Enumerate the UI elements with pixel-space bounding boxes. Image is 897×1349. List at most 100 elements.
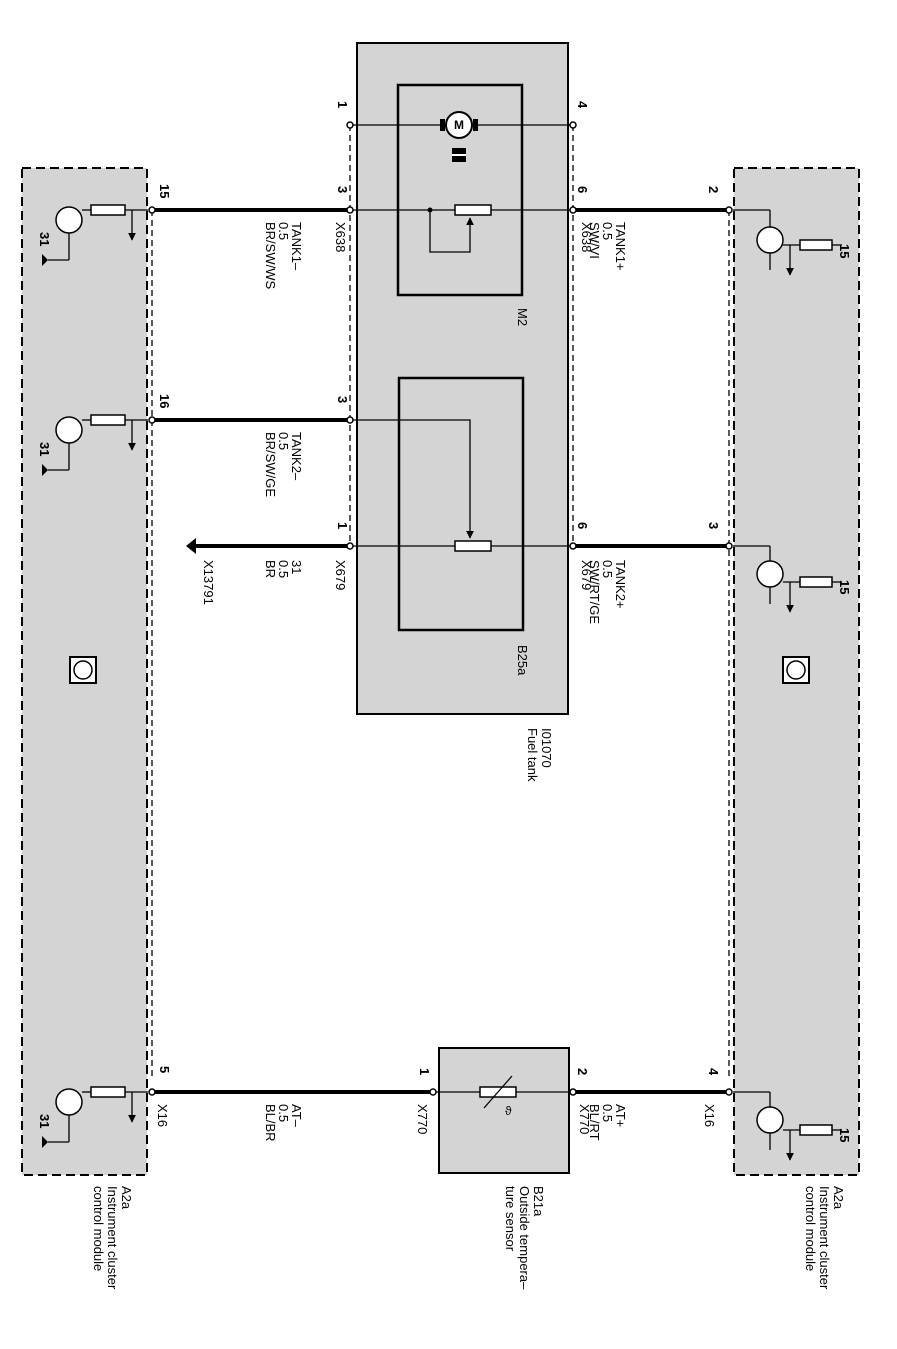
- pump-brush-right: [473, 119, 478, 131]
- terminal: [569, 121, 577, 129]
- terminal: [148, 416, 156, 424]
- svg-text:BL/BR: BL/BR: [263, 1104, 278, 1142]
- left-module-icon-dial: [73, 660, 93, 680]
- temp-sensor-box: [438, 1047, 570, 1174]
- sender-id-label: B25a: [515, 645, 530, 676]
- supply-label: 15: [837, 580, 852, 594]
- svg-text:TANK1–: TANK1–: [289, 222, 304, 271]
- svg-text:TANK1+: TANK1+: [613, 222, 628, 271]
- pump-motor-icon: [445, 111, 473, 139]
- pump-sender-box: [396, 83, 524, 297]
- terminal: [725, 206, 733, 214]
- ground-label: 31: [37, 232, 52, 246]
- svg-text:0.5: 0.5: [600, 1104, 615, 1122]
- left-transistor-pin16: [42, 414, 148, 476]
- terminal: [725, 1088, 733, 1096]
- terminal: [429, 1088, 437, 1096]
- svg-text:Outside tempera–: Outside tempera–: [517, 1186, 532, 1290]
- right-transistor-pin3: [733, 545, 842, 613]
- temp-diagonal: [483, 1075, 513, 1109]
- pin-label: 5: [157, 1066, 172, 1073]
- svg-text:BR/SW/WS: BR/SW/WS: [263, 222, 278, 289]
- svg-text:BR: BR: [263, 560, 278, 578]
- pin-label: 1: [417, 1068, 432, 1075]
- left-module-label: A2a Instrument cluster control module: [91, 1186, 134, 1290]
- terminal: [569, 542, 577, 550]
- wire-label-tank2-plus: TANK2+ 0.5 SW/RT/GE: [587, 560, 628, 624]
- left-transistor-pin5: [42, 1086, 148, 1148]
- wire-label-tank1-minus: TANK1– 0.5 BR/SW/WS: [263, 222, 304, 289]
- temp-sensor-label: B21a Outside tempera– ture sensor: [503, 1186, 546, 1290]
- wire-label-tank2-minus: TANK2– 0.5 BR/SW/GE: [263, 432, 304, 497]
- sender-box: [397, 376, 525, 632]
- supply-label: 15: [837, 1128, 852, 1142]
- connector-label: X770: [577, 1104, 592, 1134]
- terminal: [569, 206, 577, 214]
- terminal: [725, 542, 733, 550]
- pump-motor-letter: M: [454, 118, 464, 132]
- ground-label: 31: [37, 1114, 52, 1128]
- wire-label-at-minus: AT– 0.5 BL/BR: [263, 1104, 304, 1142]
- svg-text:31: 31: [289, 560, 304, 574]
- svg-text:0.5: 0.5: [600, 560, 615, 578]
- pin-label: 1: [335, 522, 350, 529]
- svg-text:A2a: A2a: [119, 1186, 134, 1210]
- svg-text:SW/VI: SW/VI: [587, 222, 602, 259]
- svg-text:TANK2–: TANK2–: [289, 432, 304, 481]
- svg-text:ture sensor: ture sensor: [503, 1186, 518, 1252]
- right-module-label: A2a Instrument cluster control module: [803, 1186, 846, 1290]
- svg-text:AT–: AT–: [289, 1104, 304, 1128]
- svg-text:TANK2+: TANK2+: [613, 560, 628, 609]
- sender2-resistor: [454, 540, 492, 552]
- svg-text:control module: control module: [91, 1186, 106, 1271]
- svg-text:0.5: 0.5: [600, 222, 615, 240]
- svg-text:0.5: 0.5: [276, 432, 291, 450]
- right-transistor-pin2: [733, 209, 842, 276]
- pin-label: 2: [575, 1068, 590, 1075]
- pin-label: 6: [575, 186, 590, 193]
- supply-label: 15: [837, 244, 852, 258]
- terminal: [346, 206, 354, 214]
- sender2-wiper: [350, 419, 474, 539]
- svg-text:BL/RT: BL/RT: [587, 1104, 602, 1141]
- terminal: [148, 1088, 156, 1096]
- svg-text:Instrument cluster: Instrument cluster: [105, 1186, 120, 1290]
- pin-label: 3: [335, 186, 350, 193]
- ground-triangle: [186, 538, 196, 554]
- left-transistor-pin15: [42, 204, 148, 266]
- connector-label: X638: [333, 222, 348, 252]
- pin-label: 16: [157, 394, 172, 408]
- wire-label-ground-31: 31 0.5 BR: [263, 560, 304, 578]
- terminal: [346, 542, 354, 550]
- connector-label: X679: [333, 560, 348, 590]
- fuel-tank-name: Fuel tank: [525, 728, 540, 782]
- terminal: [148, 206, 156, 214]
- pin-label: 6: [575, 522, 590, 529]
- svg-text:Instrument cluster: Instrument cluster: [817, 1186, 832, 1290]
- connector-label: X679: [579, 560, 594, 590]
- svg-text:A2a: A2a: [831, 1186, 846, 1210]
- sender1-resistor: [454, 204, 492, 216]
- connector-label: X16: [702, 1104, 717, 1127]
- pin-label: 15: [157, 184, 172, 198]
- ground-point-label: X13791: [201, 560, 216, 605]
- svg-text:0.5: 0.5: [276, 222, 291, 240]
- pump-id-label: M2: [515, 308, 530, 326]
- terminal: [569, 1088, 577, 1096]
- svg-text:BR/SW/GE: BR/SW/GE: [263, 432, 278, 497]
- svg-text:B21a: B21a: [531, 1186, 546, 1217]
- sender1-wiper: [429, 210, 474, 253]
- pin-label: 4: [706, 1068, 721, 1076]
- svg-text:SW/RT/GE: SW/RT/GE: [587, 560, 602, 624]
- svg-text:0.5: 0.5: [276, 560, 291, 578]
- connector-label: X638: [579, 222, 594, 252]
- svg-text:AT+: AT+: [613, 1104, 628, 1127]
- pin-label: 3: [706, 522, 721, 529]
- wire-label-tank1-plus: TANK1+ 0.5 SW/VI: [587, 222, 628, 271]
- right-transistor-pin4: [733, 1091, 842, 1161]
- pin-label: 1: [335, 101, 350, 108]
- fuel-tank-id: I01070: [539, 728, 554, 768]
- svg-text:0.5: 0.5: [276, 1104, 291, 1122]
- right-module-icon-dial: [786, 660, 806, 680]
